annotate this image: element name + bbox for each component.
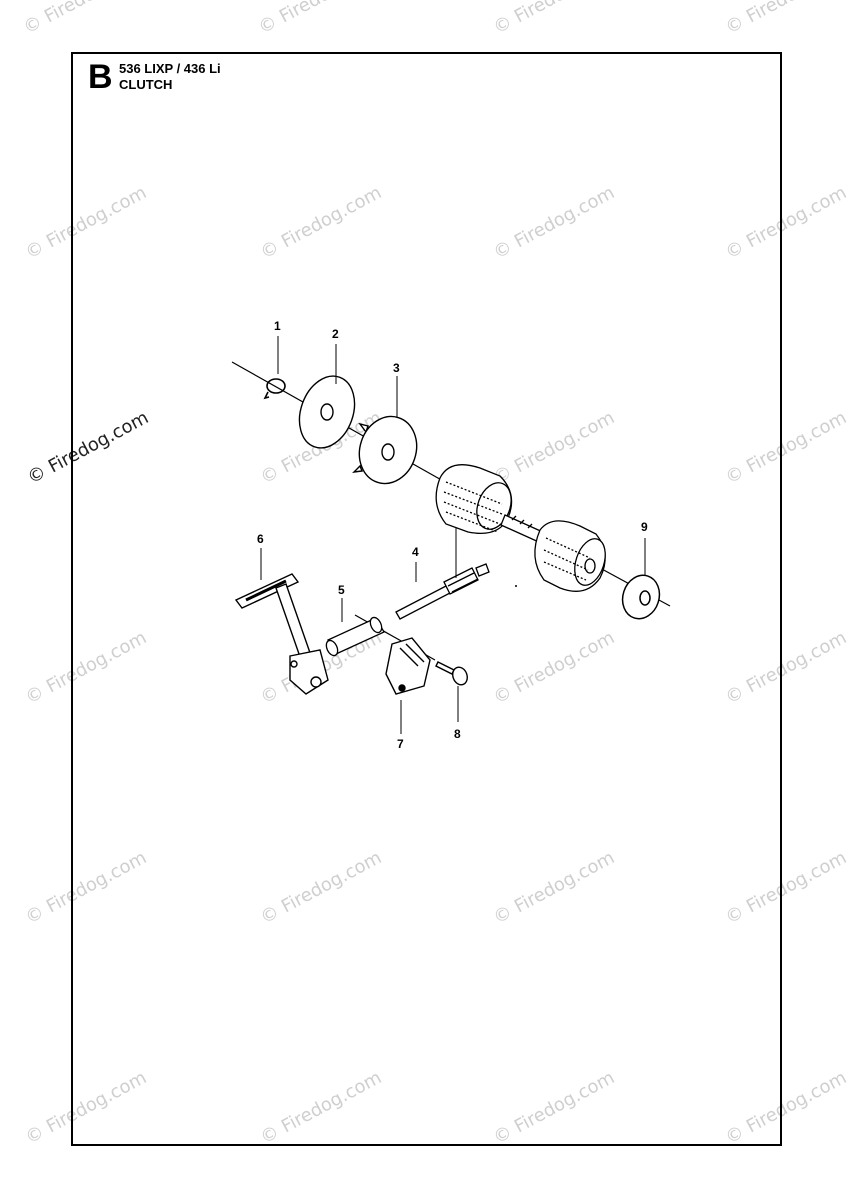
callout-1: 1 <box>274 319 281 333</box>
part-5-tube <box>325 616 385 657</box>
callout-3: 3 <box>393 361 400 375</box>
part-1-circlip <box>263 378 286 400</box>
callout-6: 6 <box>257 532 264 546</box>
part-3-plate <box>352 415 418 485</box>
clutch-gear <box>534 520 606 592</box>
part-2-washer <box>298 375 356 449</box>
section-letter: B <box>88 58 113 96</box>
speck <box>515 585 517 587</box>
clutch-drum <box>435 464 513 535</box>
leader-lines <box>260 336 646 734</box>
part-9-washer <box>621 574 661 620</box>
callout-8: 8 <box>454 727 461 741</box>
model-name: 536 LIXP / 436 Li <box>119 61 221 76</box>
page-frame <box>71 52 782 1146</box>
callout-4: 4 <box>412 545 419 559</box>
page-title: CLUTCH <box>119 77 173 92</box>
callout-9: 9 <box>641 520 648 534</box>
part-8-screw <box>435 661 468 686</box>
callout-7: 7 <box>397 737 404 751</box>
callouts: 1 2 3 4 5 6 7 8 9 <box>257 319 648 751</box>
part-7-bracket <box>385 637 431 695</box>
callout-5: 5 <box>338 583 345 597</box>
part-4-spline-shaft <box>395 563 490 620</box>
part-6-lever <box>234 573 329 695</box>
callout-2: 2 <box>332 327 339 341</box>
